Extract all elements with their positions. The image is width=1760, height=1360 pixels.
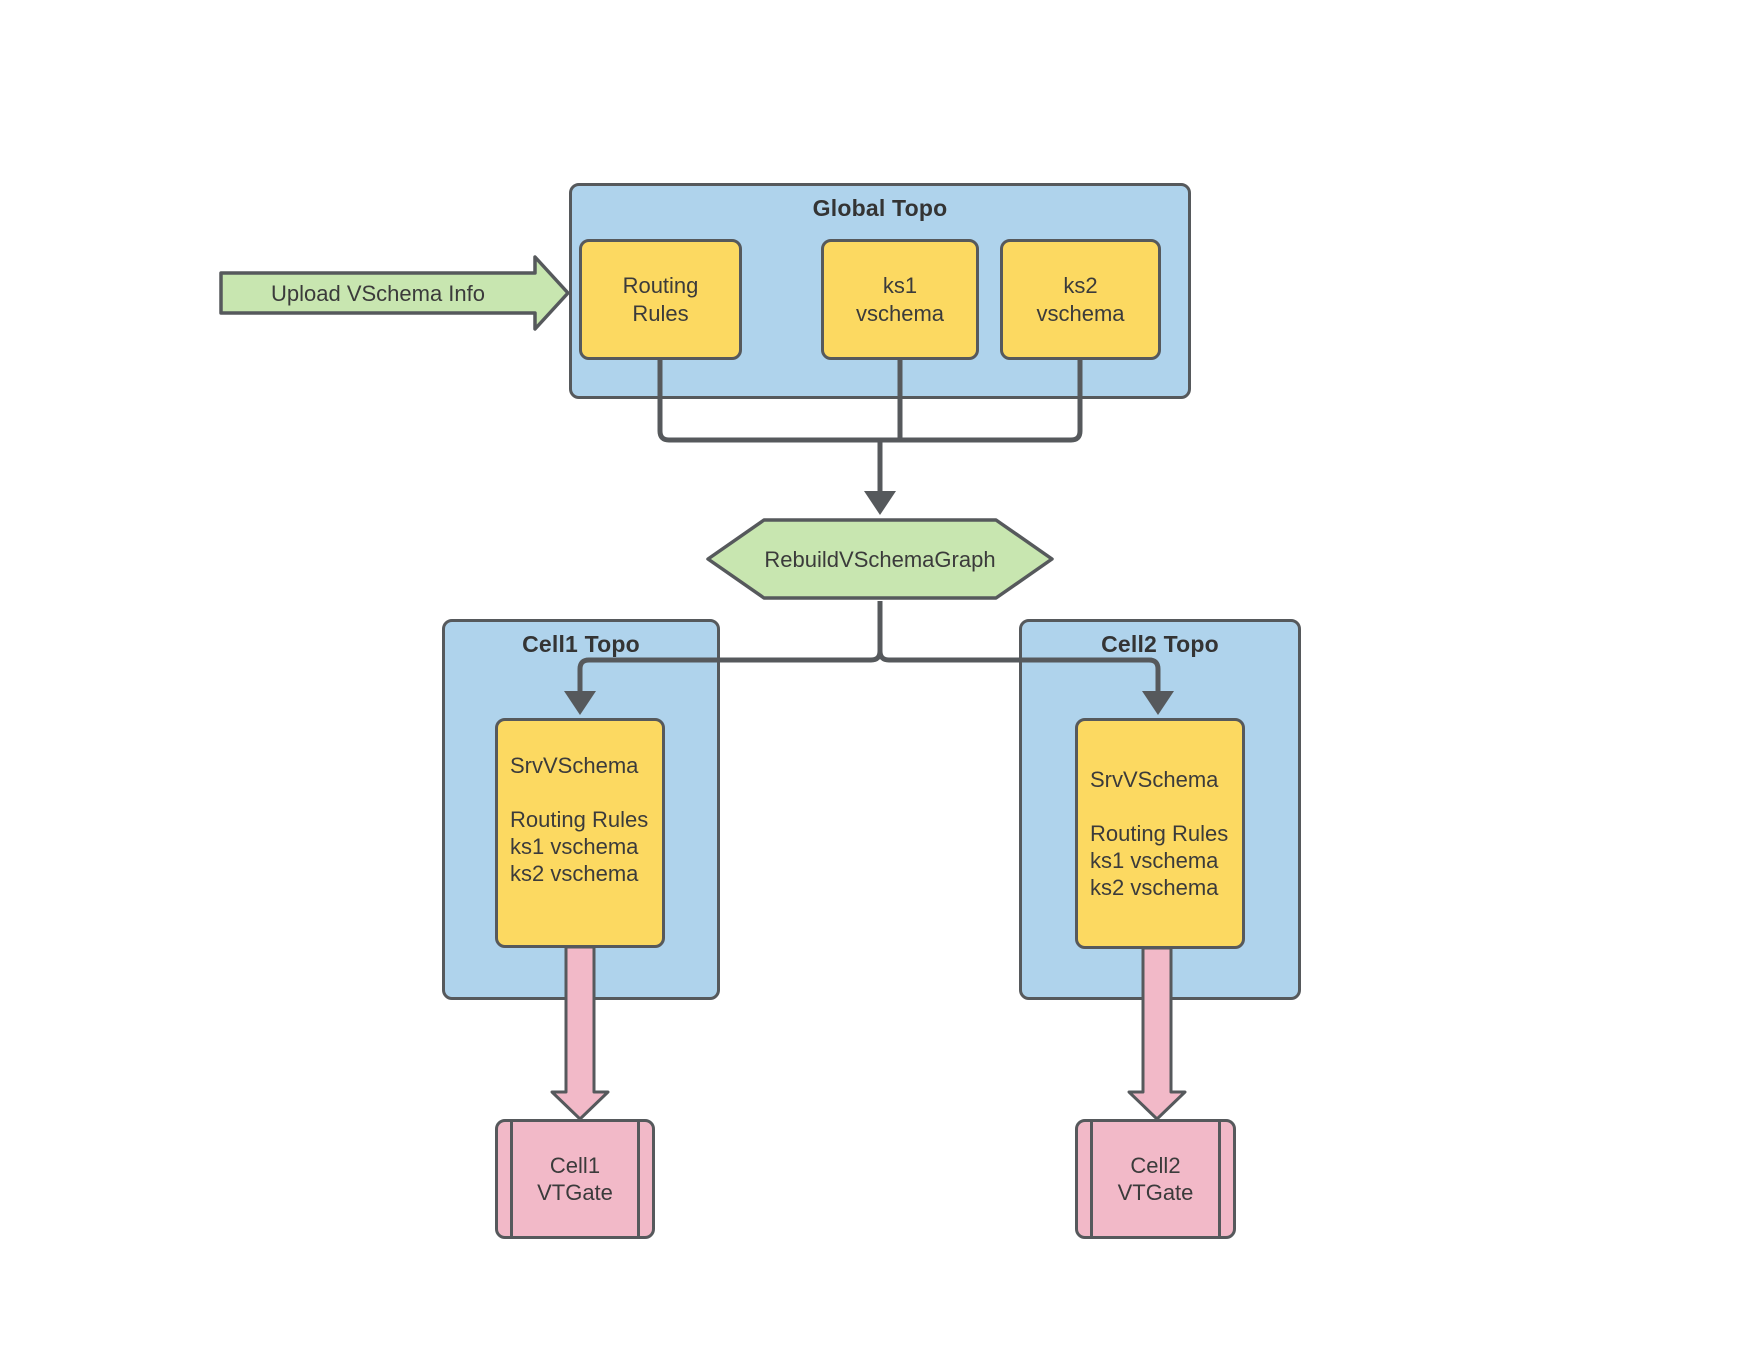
ks1-vschema-node: ks1 vschema [821,239,979,360]
cell2-topo-title: Cell2 Topo [1101,631,1219,657]
cell1-srvvschema-node: SrvVSchema Routing Rules ks1 vschema ks2… [495,718,665,948]
cell1-vtgate-label: Cell1 VTGate [537,1153,613,1205]
routing-rules-node: Routing Rules [579,239,742,360]
rebuild-vschema-label: RebuildVSchemaGraph [764,546,996,572]
cell1-topo-title: Cell1 Topo [522,631,640,657]
cell2-srvvschema-node: SrvVSchema Routing Rules ks1 vschema ks2… [1075,718,1245,949]
upload-vschema-arrow-label: Upload VSchema Info [270,280,486,306]
global-topo-title: Global Topo [812,195,948,221]
vtgate-side-bar [1218,1122,1221,1236]
ks1-vschema-label: ks1 vschema [855,272,945,326]
ks2-vschema-label: ks2 vschema [1036,272,1125,326]
cell1-srvvschema-text: SrvVSchema Routing Rules ks1 vschema ks2… [510,753,649,886]
routing-rules-label: Routing Rules [622,272,699,326]
ks2-vschema-node: ks2 vschema [1000,239,1161,360]
cell2-vtgate-node: Cell2 VTGate [1075,1119,1236,1239]
vtgate-side-bar [1090,1122,1093,1236]
cell2-vtgate-label: Cell2 VTGate [1117,1153,1194,1205]
cell1-vtgate-node: Cell1 VTGate [495,1119,655,1239]
vtgate-side-bar [510,1122,513,1236]
vtgate-side-bar [637,1122,640,1236]
cell2-srvvschema-text: SrvVSchema Routing Rules ks1 vschema ks2… [1090,767,1229,900]
down-arrowhead-icon [864,491,896,515]
